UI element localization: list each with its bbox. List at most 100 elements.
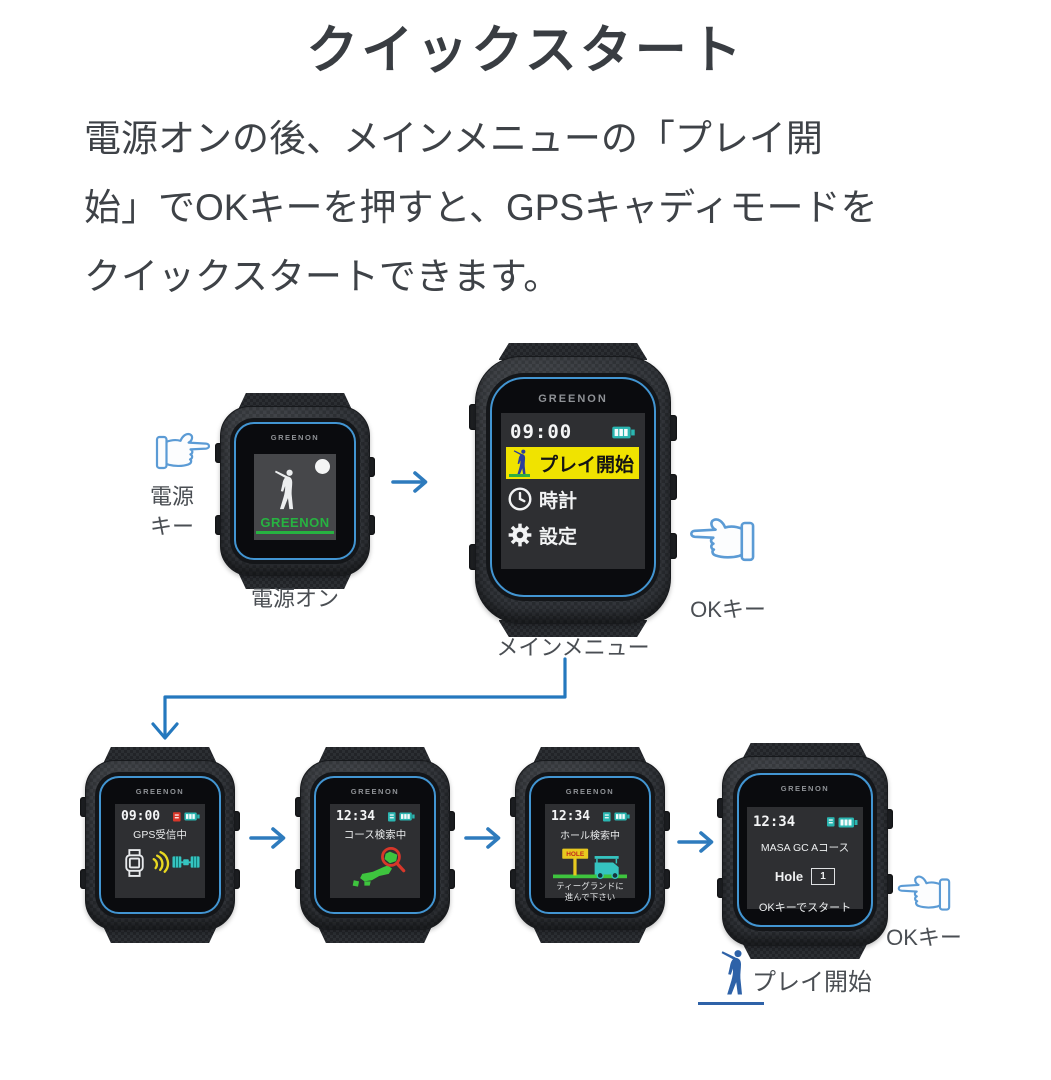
hole-search-screen: 12:34 ホール検索中 HOLE	[545, 804, 635, 902]
watch-side-button	[510, 868, 519, 889]
watch-side-button	[661, 811, 670, 831]
watch-side-button	[215, 443, 224, 464]
greenon-logo: GREENON	[256, 515, 334, 534]
watch-side-button	[717, 877, 726, 898]
boot-screen: GREENON	[254, 454, 336, 540]
hole-label: Hole	[774, 869, 804, 884]
menu-item-label: 時計	[539, 490, 578, 512]
battery-icon	[614, 812, 630, 821]
gps-alert-icon	[173, 812, 181, 822]
hole-sign-cart-icon: HOLE	[553, 848, 627, 880]
watch-case: GREENON 12:34 ホール検索中 HOLE	[515, 760, 665, 930]
watch-strap	[741, 743, 869, 760]
watch-strap	[498, 343, 648, 360]
intro-line-1: 電源オンの後、メインメニューの「プレイ開	[84, 118, 823, 159]
watch-strap	[103, 747, 217, 764]
watch-side-button	[667, 414, 677, 441]
watch-side-button	[469, 543, 479, 570]
watch-side-button	[717, 797, 726, 818]
watch-case: GREENON 09:00 GPS受信中	[85, 760, 235, 930]
menu-item-play-start: プレイ開始	[506, 447, 639, 479]
watch-gps-receiving: GREENON 09:00 GPS受信中	[80, 747, 240, 943]
watch-side-button	[366, 457, 375, 477]
watch-side-button	[667, 532, 677, 559]
watch-power-on: GREENON GREENON	[215, 393, 375, 589]
golfer-icon	[270, 468, 302, 512]
watch-side-button	[366, 514, 375, 535]
watch-strap	[498, 620, 648, 637]
watch-play-start: GREENON 12:34 MASA GC Aコース Hole 1 OKキ	[717, 743, 893, 959]
start-screen: 12:34 MASA GC Aコース Hole 1 OKキーでスタート	[747, 807, 863, 914]
watch-strap	[318, 747, 432, 764]
power-key-label: 電源キー	[150, 484, 195, 539]
signal-waves-icon	[150, 850, 170, 875]
watch-side-button	[231, 868, 240, 889]
satellite-icon	[172, 853, 200, 872]
watch-side-button	[667, 473, 677, 500]
watch-brand: GREENON	[780, 784, 830, 793]
gps-signal-icon	[603, 812, 611, 822]
watch-brand: GREENON	[135, 787, 185, 796]
watch-course-search: GREENON 12:34 コース検索中	[295, 747, 455, 943]
watch-side-button	[215, 514, 224, 535]
watch-icon	[121, 847, 148, 878]
menu-item-clock: 時計	[507, 483, 645, 515]
watch-bezel: GREENON 12:34 ホール検索中 HOLE	[529, 776, 651, 914]
watch-side-button	[510, 797, 519, 818]
ok-key-label: OKキー	[886, 925, 962, 950]
status-time: 09:00	[121, 809, 161, 824]
main-menu-caption: メインメニュー	[496, 635, 650, 660]
golfer-icon	[509, 449, 533, 477]
gear-icon	[507, 522, 533, 548]
hole-number-box: 1	[811, 868, 836, 885]
battery-icon	[611, 426, 636, 439]
golfer-baseline	[698, 1002, 764, 1005]
menu-item-label: 設定	[539, 526, 578, 548]
hole-search-message-line1: ティーグランドに	[556, 881, 624, 891]
watch-side-button	[231, 811, 240, 831]
watch-side-button	[884, 809, 893, 830]
watch-side-button	[295, 797, 304, 818]
watch-side-button	[80, 868, 89, 889]
status-time: 12:34	[551, 809, 591, 824]
ok-key-hand-icon	[892, 872, 954, 918]
gps-signal-icon	[388, 812, 396, 822]
watch-bezel: GREENON 12:34 コース検索中	[314, 776, 436, 914]
watch-brand: GREENON	[350, 787, 400, 796]
gps-screen: 09:00 GPS受信中	[115, 804, 205, 898]
status-time: 09:00	[510, 421, 573, 443]
watch-side-button	[80, 797, 89, 818]
watch-case: GREENON GREENON	[220, 406, 370, 576]
hole-search-text: ホール検索中	[560, 831, 620, 842]
watch-side-button	[469, 404, 479, 431]
watch-strap	[238, 572, 352, 589]
golf-cart-icon	[594, 856, 619, 880]
watch-hole-search: GREENON 12:34 ホール検索中 HOLE	[510, 747, 670, 943]
status-time: 12:34	[336, 809, 376, 824]
arrow-right-icon	[248, 824, 292, 852]
watch-side-button	[446, 811, 455, 831]
watch-strap	[533, 926, 647, 943]
page-title: クイックスタート	[306, 22, 745, 80]
intro-line-2: 始」でOKキーを押すと、GPSキャディモードを	[84, 187, 878, 228]
ok-key-label: OKキー	[690, 597, 766, 622]
course-search-text: コース検索中	[343, 829, 407, 841]
watch-bezel: GREENON GREENON	[234, 422, 356, 560]
golfer-icon	[716, 945, 752, 1001]
menu-item-settings: 設定	[507, 519, 645, 551]
hole-search-message-line2: 進んで下さい	[564, 891, 616, 902]
power-on-caption: 電源オン	[250, 586, 339, 611]
watch-side-button	[661, 868, 670, 889]
watch-strap	[103, 926, 217, 943]
watch-strap	[741, 942, 869, 959]
watch-bezel: GREENON 09:00 GPS受信中	[99, 776, 221, 914]
arrow-right-icon	[463, 824, 507, 852]
ok-key-hand-icon	[683, 514, 759, 570]
course-search-screen: 12:34 コース検索中	[330, 804, 420, 898]
battery-icon	[399, 812, 415, 821]
watch-strap	[238, 393, 352, 410]
watch-main-menu: GREENON 09:00 プレイ開始 時計	[469, 343, 677, 637]
watch-bezel: GREENON 12:34 MASA GC Aコース Hole 1 OKキ	[737, 773, 873, 927]
hole-number: 1	[820, 871, 826, 882]
watch-side-button	[446, 868, 455, 889]
